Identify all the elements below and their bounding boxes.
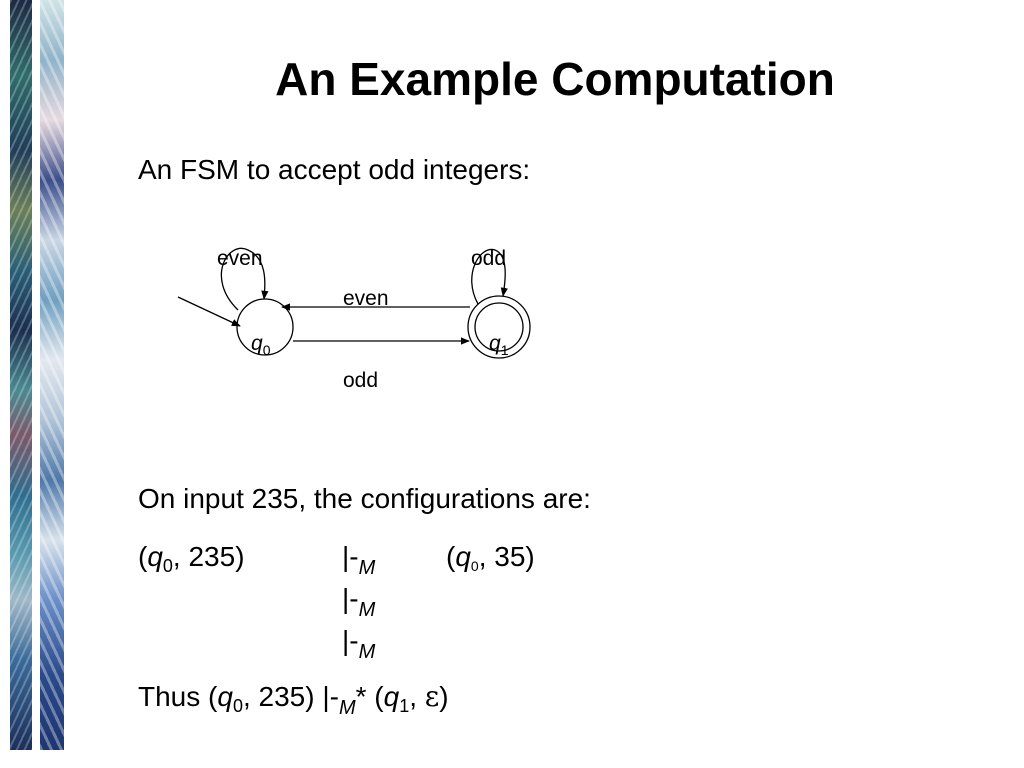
yields-symbol-3: |-M (342, 625, 376, 663)
loop-q1 (471, 248, 508, 305)
config-row-1-right: (q0, 35) (446, 541, 535, 574)
decorative-strip-right (40, 0, 64, 750)
loop-q1-label: odd (471, 247, 506, 270)
conclusion-line: Thus (q0, 235) |-M* (q1, ε) (138, 680, 449, 719)
loop-q0-label: even (217, 247, 263, 270)
configurations-intro: On input 235, the configurations are: (138, 483, 591, 514)
slide-title: An Example Computation (275, 53, 835, 105)
edge-q0-q1-label: odd (343, 369, 378, 392)
edge-q1-q0-label: even (343, 287, 389, 310)
slide-subtitle: An FSM to accept odd integers: (138, 154, 531, 185)
yields-symbol-1: |-M (342, 541, 376, 579)
state-q1-outer-circle (467, 295, 531, 359)
yields-symbol-2: |-M (342, 583, 376, 621)
state-q0-label: q0 (251, 332, 271, 358)
state-q1-label: q1 (489, 332, 509, 358)
state-q1-inner-circle (474, 302, 524, 352)
config-row-1-left: (q0, 235) (138, 541, 245, 576)
loop-q0 (220, 247, 269, 311)
decorative-strip-left (10, 0, 32, 750)
start-arrow (177, 296, 241, 327)
